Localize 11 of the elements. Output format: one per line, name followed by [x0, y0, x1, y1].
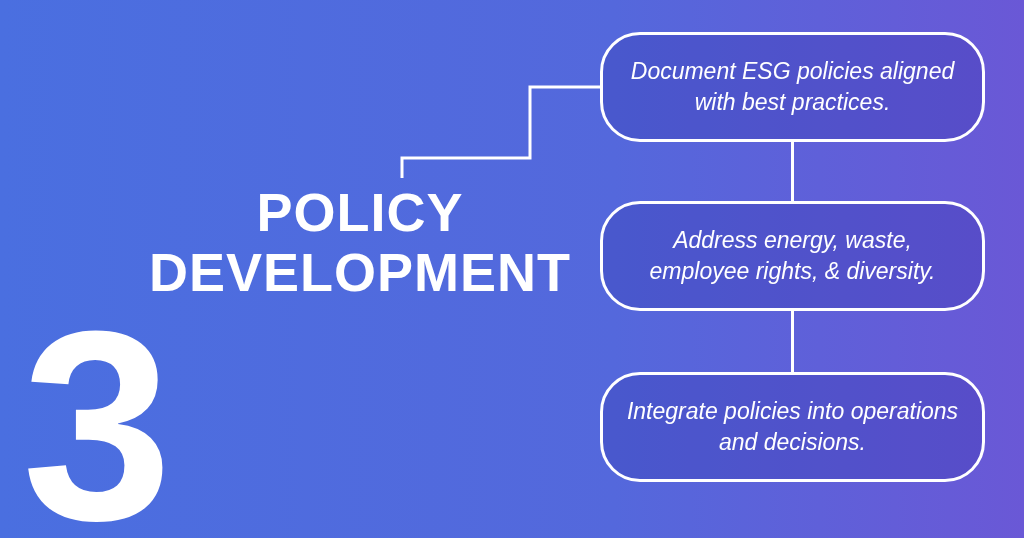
box-text: Address energy, waste, employee rights, & diversity. — [648, 226, 937, 286]
connector-line — [791, 142, 794, 201]
box-text: Document ESG policies aligned with best practices. — [629, 57, 956, 117]
connector-line — [791, 311, 794, 372]
box-text: Integrate policies into operations and decisions. — [625, 397, 960, 457]
step-number: 3 — [22, 318, 173, 534]
rounded-box — [600, 32, 985, 142]
title: POLICY DEVELOPMENT — [147, 182, 572, 302]
rounded-box — [600, 201, 985, 311]
connector-line — [400, 85, 600, 178]
rounded-box — [600, 372, 985, 482]
